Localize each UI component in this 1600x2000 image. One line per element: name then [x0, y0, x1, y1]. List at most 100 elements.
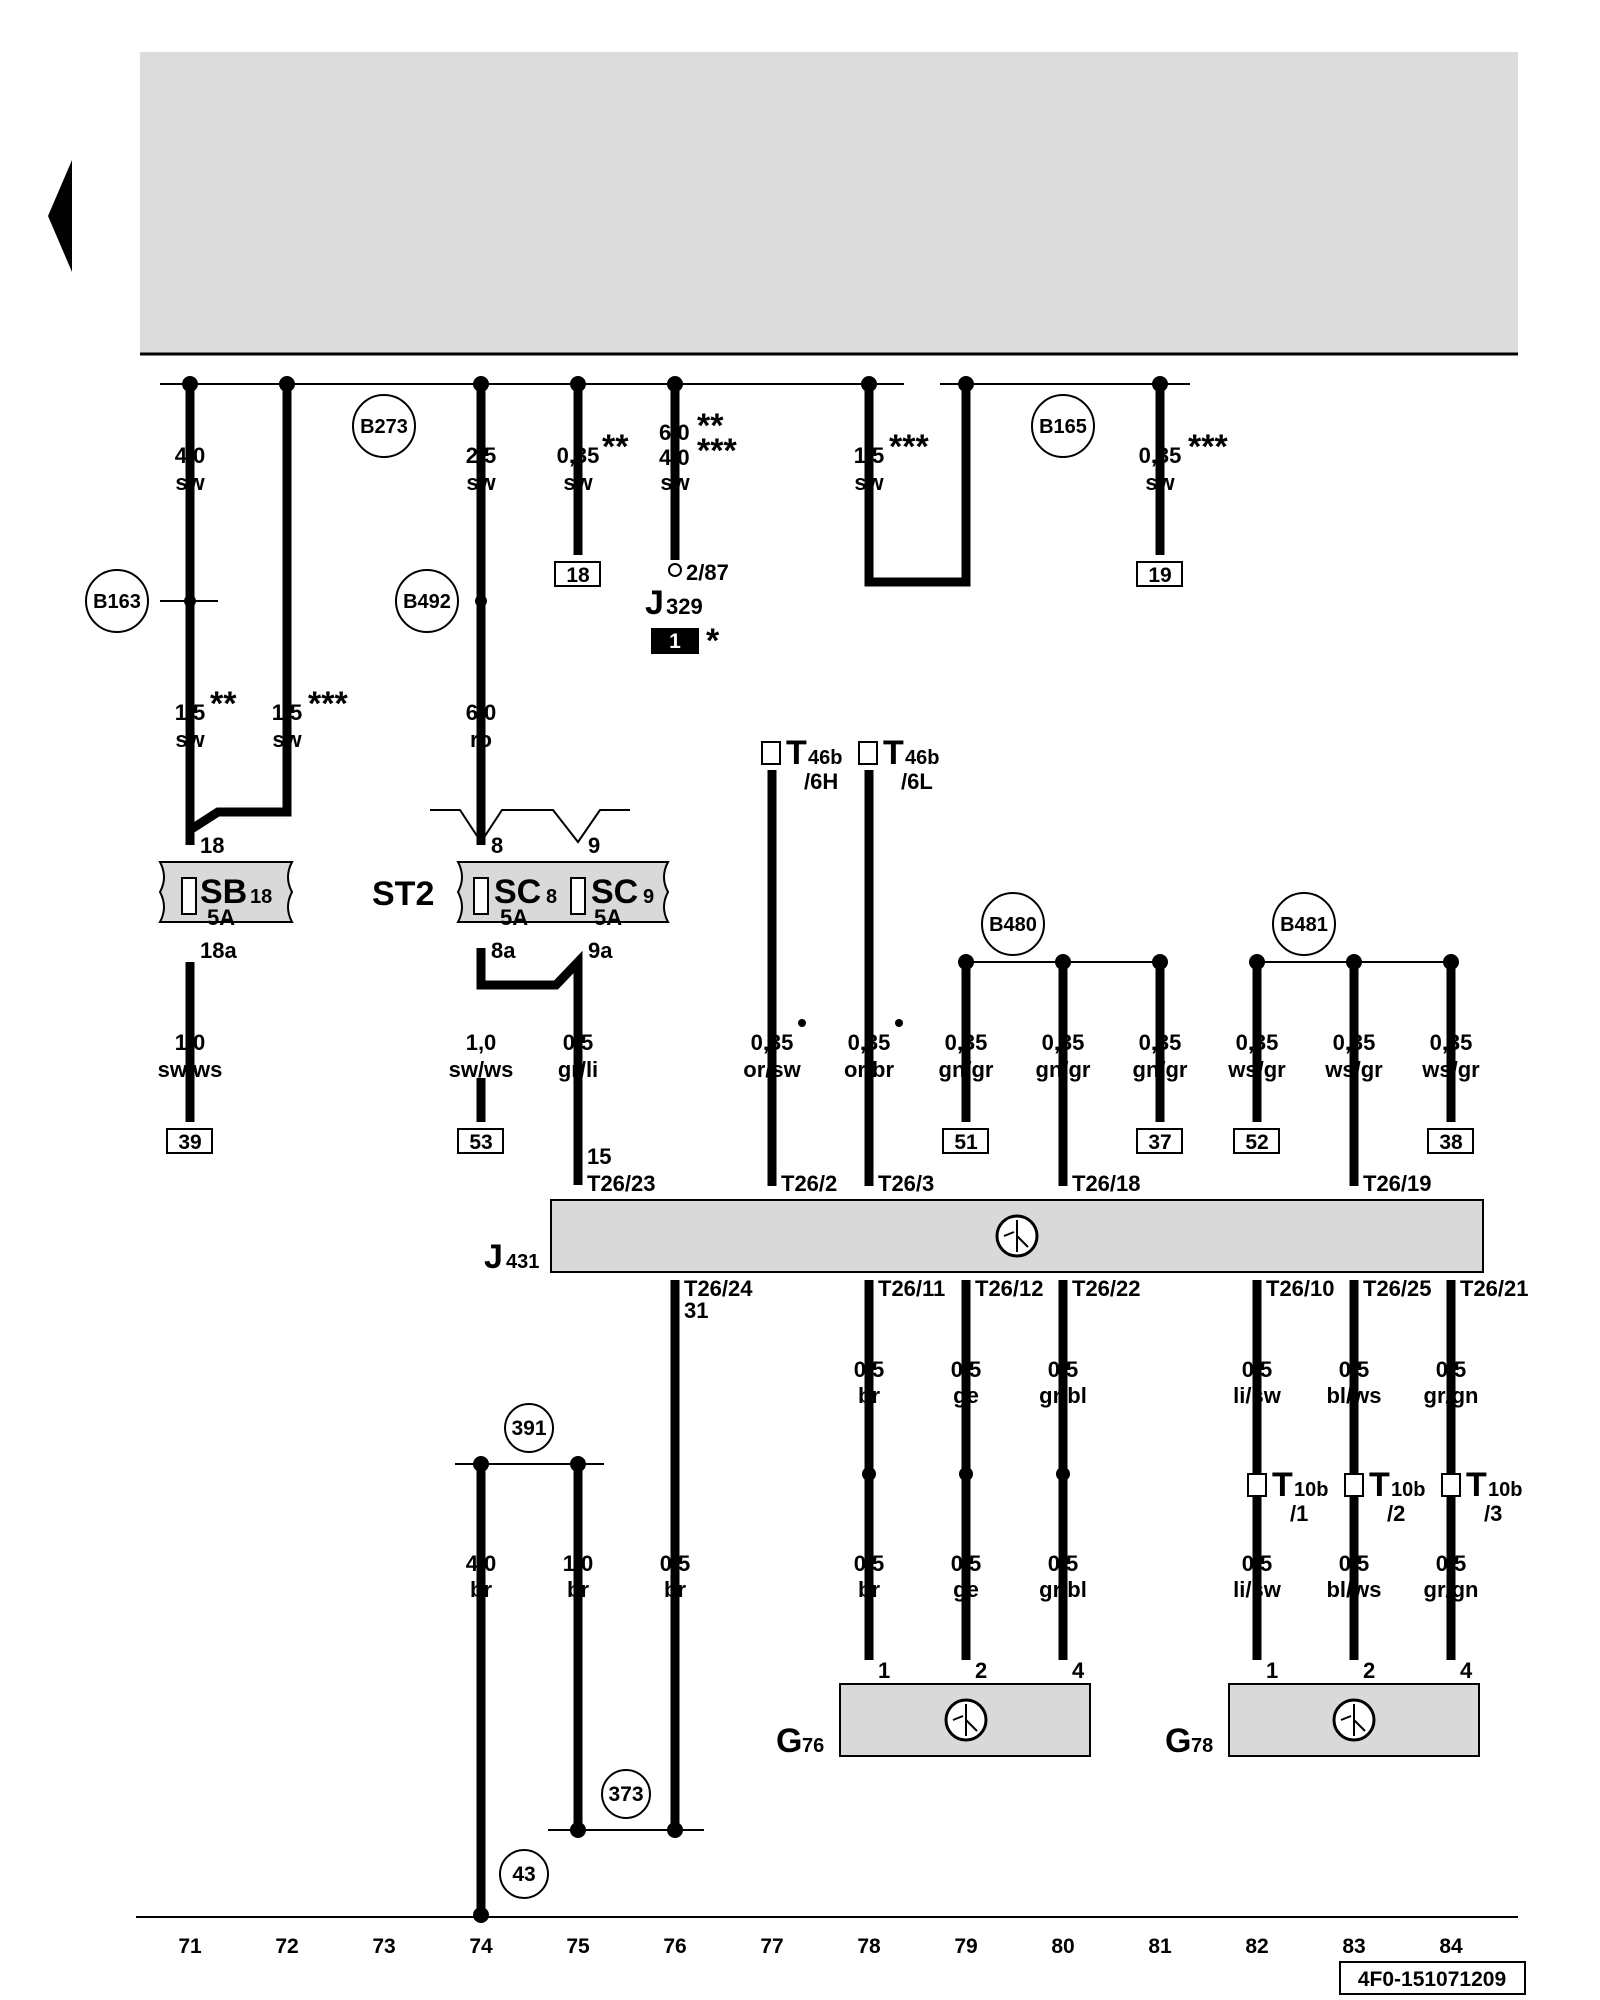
wire-size: 1,5	[175, 700, 206, 725]
unit-pin: T26/12	[975, 1276, 1044, 1301]
fuse-name: SC	[591, 873, 638, 911]
wire-track-72	[187, 384, 292, 834]
wire-color: bl/ws	[1326, 1577, 1381, 1602]
wire-size: 0,35	[1236, 1030, 1279, 1055]
wire-color: gr/bl	[1039, 1383, 1087, 1408]
track-number: 74	[469, 1935, 493, 1958]
wire-track-78-loop	[864, 384, 971, 587]
page-back-arrow-icon[interactable]	[48, 160, 72, 272]
track-number: 76	[663, 1935, 686, 1958]
unit-pin: T26/24	[684, 1276, 753, 1301]
fuse-name: SC	[494, 873, 541, 911]
ref-39: 39	[178, 1131, 201, 1154]
sensor-name: G	[1165, 1722, 1191, 1760]
relay-pin-terminal	[668, 563, 682, 577]
fuse-rating: 5A	[594, 905, 622, 930]
wire-size: 0,5	[1242, 1551, 1273, 1576]
reference-boxes	[166, 561, 1474, 1154]
unit-pin: T26/21	[1460, 1276, 1529, 1301]
connector-symbol-icon	[761, 741, 781, 765]
unit-pin-31: 31	[684, 1298, 708, 1323]
wire-track-75-fused	[476, 948, 583, 1185]
ref-19: 19	[1148, 564, 1171, 587]
ref-37: 37	[1148, 1131, 1171, 1154]
junction-dots	[182, 376, 1459, 1923]
wire-size: 0,5	[951, 1551, 982, 1576]
connector-sub: 10b	[1488, 1479, 1522, 1501]
sensor-sub: 76	[802, 1735, 824, 1757]
fuse-sub: 8	[546, 886, 557, 908]
connector-sub: 46b	[905, 747, 939, 769]
wire-size: 0,5	[854, 1357, 885, 1382]
wire-color: br	[858, 1577, 880, 1602]
track-number: 71	[178, 1935, 202, 1958]
wire-size: 1,0	[563, 1551, 594, 1576]
sensor-pin: 2	[1363, 1658, 1375, 1683]
connector-name: T	[1369, 1466, 1390, 1504]
relay-j329: 2/87 J 329 1 *	[645, 560, 729, 660]
control-unit-j431: J 431 15 T26/23 T26/2 T26/3 T26/18 T26/1…	[484, 1144, 1529, 1323]
connector-name: T	[1466, 1466, 1487, 1504]
unit-pin: T26/22	[1072, 1276, 1141, 1301]
wire-color: sw	[466, 470, 496, 495]
splice-label-b273: B273	[360, 416, 408, 438]
connector-name: T	[786, 734, 807, 772]
connector-pin: /2	[1387, 1501, 1405, 1526]
fuse-in-pin: 8	[491, 833, 503, 858]
track-number: 73	[372, 1935, 395, 1958]
wire-note: **	[210, 685, 237, 723]
wire-color: sw	[175, 727, 205, 752]
wire-size: 0,35	[945, 1030, 988, 1055]
fuse-rating: 5A	[500, 905, 528, 930]
splice-label-b480: B480	[989, 914, 1037, 936]
wire-color: ro	[470, 727, 492, 752]
fuse-symbol-icon	[473, 877, 489, 915]
unit-sub: 431	[506, 1251, 539, 1273]
wire-size: 0,5	[1436, 1357, 1467, 1382]
wire-size: 0,35	[557, 443, 600, 468]
fuse-symbol-icon	[570, 877, 586, 915]
ref-18: 18	[566, 564, 590, 587]
connector-sub: 10b	[1294, 1479, 1328, 1501]
wire-color: gn/gr	[1036, 1057, 1091, 1082]
wire-size: 6,0	[659, 420, 690, 445]
fuse-in-pin: 18	[200, 833, 224, 858]
wire-note: **	[697, 407, 724, 445]
connector-pin: /1	[1290, 1501, 1308, 1526]
track-number: 83	[1342, 1935, 1365, 1958]
fuse-holder-st2: SC 8 5A SC 9 5A 8 8a 9 9a	[456, 833, 670, 963]
wire-color: gn/gr	[939, 1057, 994, 1082]
connector-t46b-6l: T 46b /6L	[858, 734, 939, 794]
wire-size: 4,0	[659, 445, 690, 470]
unit-pin: T26/11	[878, 1276, 945, 1301]
wire-color: or/sw	[743, 1057, 801, 1082]
unit-pin: T26/19	[1363, 1171, 1432, 1196]
wire-size: 0,5	[1339, 1357, 1370, 1382]
track-numbers: 71 72 73 74 75 76 77 78 79 80 81 82 83 8…	[178, 1935, 1463, 1958]
splice-label-b481: B481	[1280, 914, 1328, 936]
wire-color: sw	[660, 470, 690, 495]
wire-size: 4,0	[175, 443, 206, 468]
connector-t10b-3: T 10b /3	[1441, 1466, 1522, 1526]
unit-pin: T26/3	[878, 1171, 934, 1196]
track-number: 79	[954, 1935, 977, 1958]
wire-color: gr/bl	[1039, 1577, 1087, 1602]
splice-label-b165: B165	[1039, 416, 1087, 438]
fuse-rating: 5A	[207, 905, 235, 930]
unit-pin: T26/10	[1266, 1276, 1335, 1301]
connector-name: T	[1272, 1466, 1293, 1504]
relay-note: *	[706, 622, 720, 660]
connector-pin: /6L	[901, 769, 933, 794]
wire-color: sw	[563, 470, 593, 495]
wire-color: br	[470, 1577, 492, 1602]
wire-size: 6,0	[466, 700, 497, 725]
connector-t10b-1: T 10b /1	[1247, 1466, 1328, 1526]
wire-size: 1,0	[175, 1030, 206, 1055]
sensor-sub: 78	[1191, 1735, 1213, 1757]
connector-sub: 46b	[808, 747, 842, 769]
connector-t10b-2: T 10b /2	[1344, 1466, 1425, 1526]
wire-size: 0,35	[1333, 1030, 1376, 1055]
fuse-out-pin: 8a	[491, 938, 516, 963]
wire-color: li/sw	[1233, 1577, 1282, 1602]
